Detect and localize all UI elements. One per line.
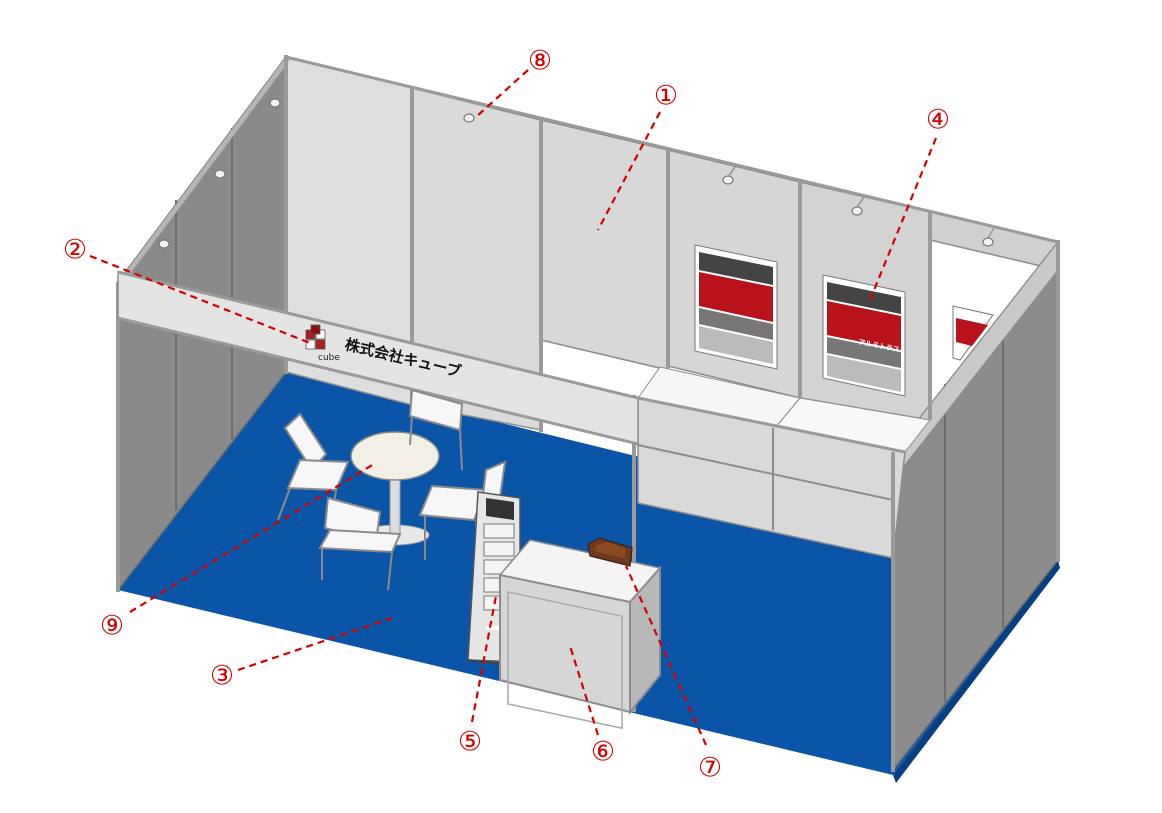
back-wall-panel-3 (540, 119, 669, 371)
spotlight-icon (463, 113, 475, 123)
chair-front-left (318, 496, 402, 591)
back-wall-panel-6 (929, 211, 1059, 271)
chair-back-left (277, 412, 350, 531)
callout-9: ⑨ (100, 611, 124, 642)
logo-subtext: cube (318, 353, 340, 363)
spotlight-icon (155, 237, 170, 249)
callout-labels: ① ② ③ ④ ⑤ ⑥ ⑦ ⑧ ⑨ (63, 46, 950, 784)
poster-right (952, 305, 994, 361)
callout-2: ② (63, 235, 87, 266)
callout-3: ③ (210, 661, 234, 692)
spotlight-icon (851, 196, 865, 216)
spotlight-icon (982, 227, 995, 247)
spotlight-icon (722, 164, 737, 185)
poster-middle: アルミトラス (822, 274, 906, 397)
spotlight-icon (211, 167, 226, 179)
stool-chair (587, 537, 633, 567)
poster-left (694, 244, 778, 370)
callout-1: ① (654, 81, 678, 112)
spotlights (155, 94, 995, 249)
fascia-logo: cube (305, 324, 340, 363)
callout-5: ⑤ (458, 727, 482, 758)
callout-6: ⑥ (591, 737, 615, 768)
callout-leaders (89, 69, 938, 746)
callout-8: ⑧ (528, 46, 552, 77)
spotlight-icon (267, 94, 281, 108)
chair-back-right (408, 388, 464, 471)
reception-counter (498, 539, 662, 730)
callout-7: ⑦ (698, 753, 722, 784)
callout-4: ④ (926, 105, 950, 136)
carpet-edge (893, 560, 1060, 783)
